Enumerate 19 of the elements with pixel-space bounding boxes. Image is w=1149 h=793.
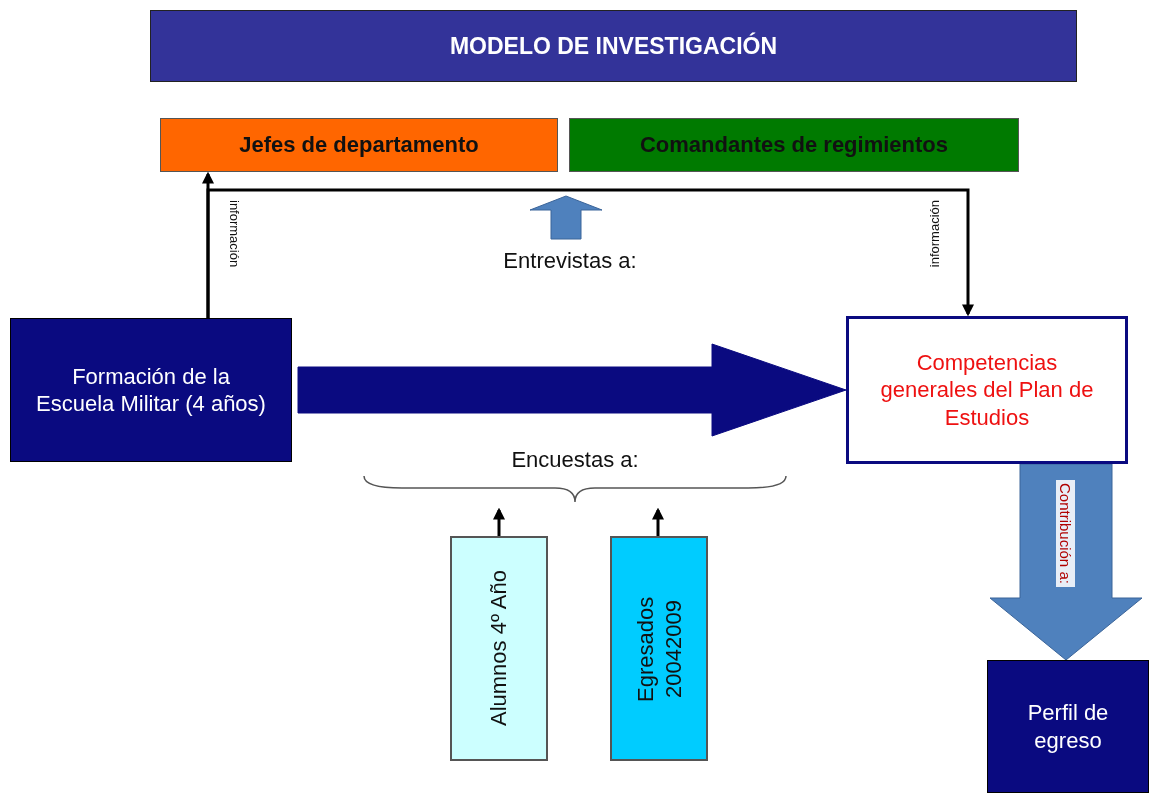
block-arrow [989,463,1143,661]
block-arrow [529,195,603,240]
process-box: Competencias generales del Plan de Estudios [846,316,1128,464]
block-arrow [297,343,847,437]
group-box: Egresados 20042009 [610,536,708,761]
edge-label: Contribución a: [1056,480,1075,587]
arrow [493,507,505,536]
caption-text: Encuestas a: [358,442,792,510]
arrow [652,507,664,536]
edge-label: información [228,200,241,268]
title-banner: MODELO DE INVESTIGACIÓN [150,10,1077,82]
role-box: Comandantes de regimientos [569,118,1019,172]
process-box: Formación de la Escuela Militar (4 años) [10,318,292,462]
group-box: Alumnos 4º Año [450,536,548,761]
role-box: Jefes de departamento [160,118,558,172]
caption-text: Entrevistas a: [460,243,680,279]
arrow [206,188,974,318]
edge-label: información [928,200,941,268]
result-box: Perfil de egreso [987,660,1149,793]
